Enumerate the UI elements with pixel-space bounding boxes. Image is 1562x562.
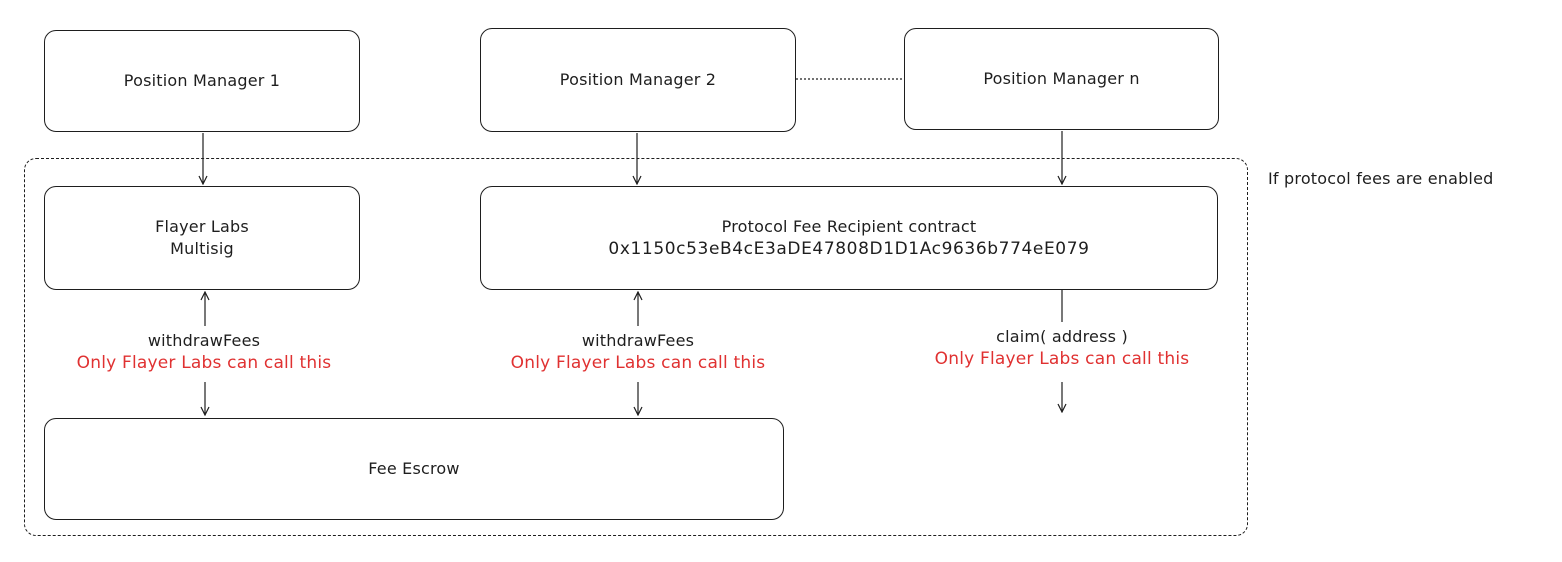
- claim-fn: claim( address ): [996, 327, 1128, 346]
- multisig-line-2: Multisig: [170, 239, 234, 258]
- mid-withdraw-label: withdrawFees Only Flayer Labs can call t…: [478, 330, 798, 374]
- protocol-fees-region: [24, 158, 1248, 536]
- position-manager-n-node: Position Manager n: [904, 28, 1219, 130]
- fee-recipient-address: 0x1150c53eB4cE3aDE47808D1D1Ac9636b774eE0…: [608, 239, 1090, 259]
- position-manager-1-label: Position Manager 1: [123, 71, 281, 90]
- position-manager-1-node: Position Manager 1: [44, 30, 360, 132]
- left-withdraw-fn: withdrawFees: [147, 331, 261, 350]
- region-label: If protocol fees are enabled: [1268, 169, 1494, 188]
- position-manager-2-node: Position Manager 2: [480, 28, 796, 132]
- fee-recipient-line-1: Protocol Fee Recipient contract: [721, 217, 977, 236]
- mid-withdraw-note: Only Flayer Labs can call this: [510, 353, 766, 373]
- fee-escrow-node: Fee Escrow: [44, 418, 784, 520]
- left-withdraw-note: Only Flayer Labs can call this: [76, 353, 332, 373]
- multisig-line-1: Flayer Labs: [155, 217, 249, 236]
- multisig-node: Flayer Labs Multisig: [44, 186, 360, 290]
- claim-note: Only Flayer Labs can call this: [934, 349, 1190, 369]
- left-withdraw-label: withdrawFees Only Flayer Labs can call t…: [44, 330, 364, 374]
- fee-recipient-node: Protocol Fee Recipient contract 0x1150c5…: [480, 186, 1218, 290]
- position-manager-n-label: Position Manager n: [983, 69, 1140, 88]
- claim-label: claim( address ) Only Flayer Labs can ca…: [902, 326, 1222, 370]
- fee-escrow-label: Fee Escrow: [368, 459, 460, 478]
- position-manager-2-label: Position Manager 2: [559, 70, 717, 89]
- mid-withdraw-fn: withdrawFees: [581, 331, 695, 350]
